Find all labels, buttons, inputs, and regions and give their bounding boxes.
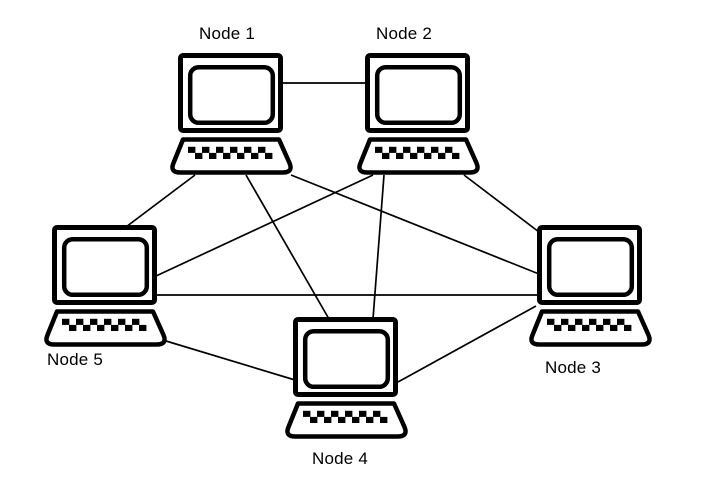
node-5-label: Node 5 — [47, 350, 104, 369]
node-1-label: Node 1 — [199, 24, 256, 43]
computer-icon-node1 — [172, 56, 290, 173]
edge-node1-node5 — [125, 174, 196, 228]
computer-icon-node2 — [359, 56, 477, 173]
edge-node2-node3 — [463, 174, 540, 233]
computer-icon-node3 — [531, 228, 649, 345]
node-2-label: Node 2 — [376, 24, 433, 43]
edge-node2-node4 — [372, 174, 385, 320]
node-3-label: Node 3 — [545, 358, 602, 377]
node-4-label: Node 4 — [312, 449, 369, 468]
computer-icon-node5 — [46, 228, 164, 345]
edge-node3-node4 — [397, 305, 537, 383]
edge-node2-node5 — [155, 174, 374, 277]
edge-node4-node5 — [165, 340, 296, 381]
edge-node1-node3 — [290, 174, 540, 275]
computer-icon-node4 — [287, 320, 405, 437]
nodes-layer — [46, 56, 649, 437]
edges-layer — [125, 82, 540, 383]
edge-node1-node4 — [245, 174, 330, 320]
